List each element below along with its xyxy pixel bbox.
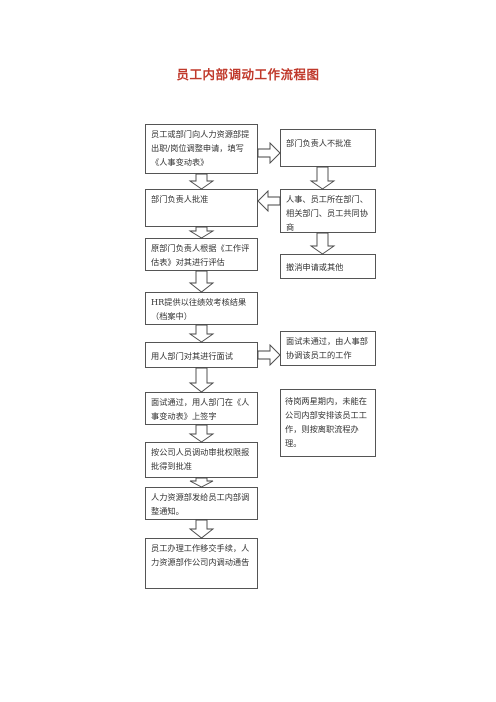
apply-box: 员工或部门向人力资源部提出职/岗位调整申请，填写《人事变动表》 [145, 124, 258, 174]
arrow-down-4 [188, 324, 215, 343]
interview-fail-box: 面试未通过，由人事部协调该员工的工作 [280, 331, 376, 366]
arrow-right-1 [257, 141, 281, 165]
arrow-down-8 [188, 519, 215, 539]
pending-box: 待岗两星期内，未能在公司内部安排该员工工作，则按离职流程办理。 [280, 389, 376, 457]
arrow-right-2 [257, 343, 281, 367]
hr-provide-box: HR提供以往绩效考核结果（档案中） [145, 292, 258, 325]
arrow-down-6 [188, 424, 215, 443]
evaluate-box: 原部门负责人根据《工作评估表》对其进行评估 [145, 238, 258, 271]
arrow-down-1 [188, 173, 215, 190]
notice-box: 人力资源部发给员工内部调整通知。 [145, 487, 258, 520]
arrow-down-3 [188, 270, 215, 293]
flowchart-title: 员工内部调动工作流程图 [176, 67, 320, 82]
cancel-box: 撤消申请或其他 [280, 254, 376, 279]
arrow-down-2 [188, 226, 215, 239]
coordinate-box: 人事、员工所在部门、相关部门、员工共同协商 [280, 189, 376, 233]
arrow-down-7 [189, 477, 214, 488]
interview-pass-box: 面试通过，用人部门在《人事变动表》上签字 [145, 392, 258, 425]
arrow-down-5 [188, 367, 215, 393]
approval-box: 按公司人员调动审批权限报批得到批准 [145, 442, 258, 478]
dept-reject-box: 部门负责人不批准 [280, 129, 376, 167]
arrow-left-1 [257, 189, 281, 213]
arrow-down-right-2 [309, 232, 336, 255]
arrow-down-right-1 [309, 166, 336, 190]
handover-box: 员工办理工作移交手续，人力资源部作公司内调动通告 [145, 538, 258, 589]
